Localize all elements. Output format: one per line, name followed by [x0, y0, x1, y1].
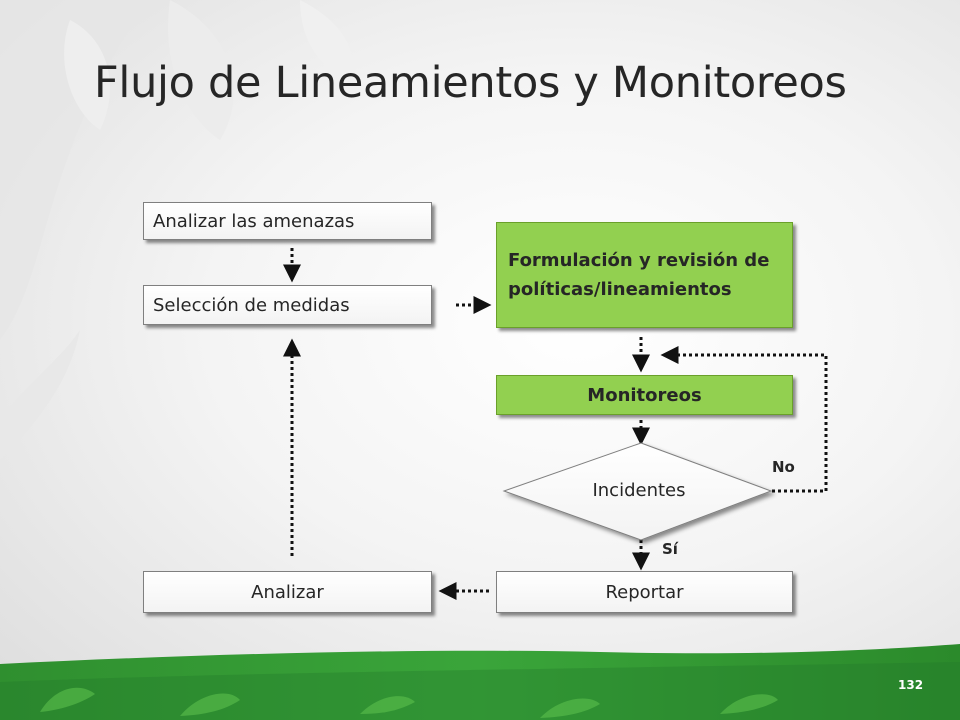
edge-label-no: No — [772, 458, 795, 476]
node-formulacion-label-line2: políticas/lineamientos — [508, 279, 732, 300]
decision-diamond-incidentes — [502, 442, 773, 541]
node-analizar: Analizar — [143, 571, 432, 613]
decision-incidentes-label: Incidentes — [592, 480, 686, 501]
bottom-green-band — [0, 644, 960, 720]
node-reportar: Reportar — [496, 571, 793, 613]
page-number: 132 — [898, 678, 924, 692]
node-analizar-amenazas-label: Analizar las amenazas — [153, 210, 355, 232]
node-analizar-label: Analizar — [251, 581, 324, 603]
node-formulacion-label-line1: Formulación y revisión de — [508, 250, 770, 271]
node-seleccion-medidas-label: Selección de medidas — [153, 294, 350, 316]
edge-label-si: Sí — [662, 540, 678, 558]
node-formulacion-politicas: Formulación y revisión de políticas/line… — [496, 222, 793, 328]
node-formulacion-label: Formulación y revisión de políticas/line… — [508, 246, 778, 304]
node-monitoreos: Monitoreos — [496, 375, 793, 415]
node-monitoreos-label: Monitoreos — [587, 384, 702, 406]
node-reportar-label: Reportar — [605, 581, 684, 603]
node-seleccion-medidas: Selección de medidas — [143, 285, 432, 325]
edge-incidentes-no-loop — [660, 346, 828, 493]
slide-title: Flujo de Lineamientos y Monitoreos — [94, 58, 847, 108]
node-analizar-amenazas: Analizar las amenazas — [143, 202, 432, 240]
